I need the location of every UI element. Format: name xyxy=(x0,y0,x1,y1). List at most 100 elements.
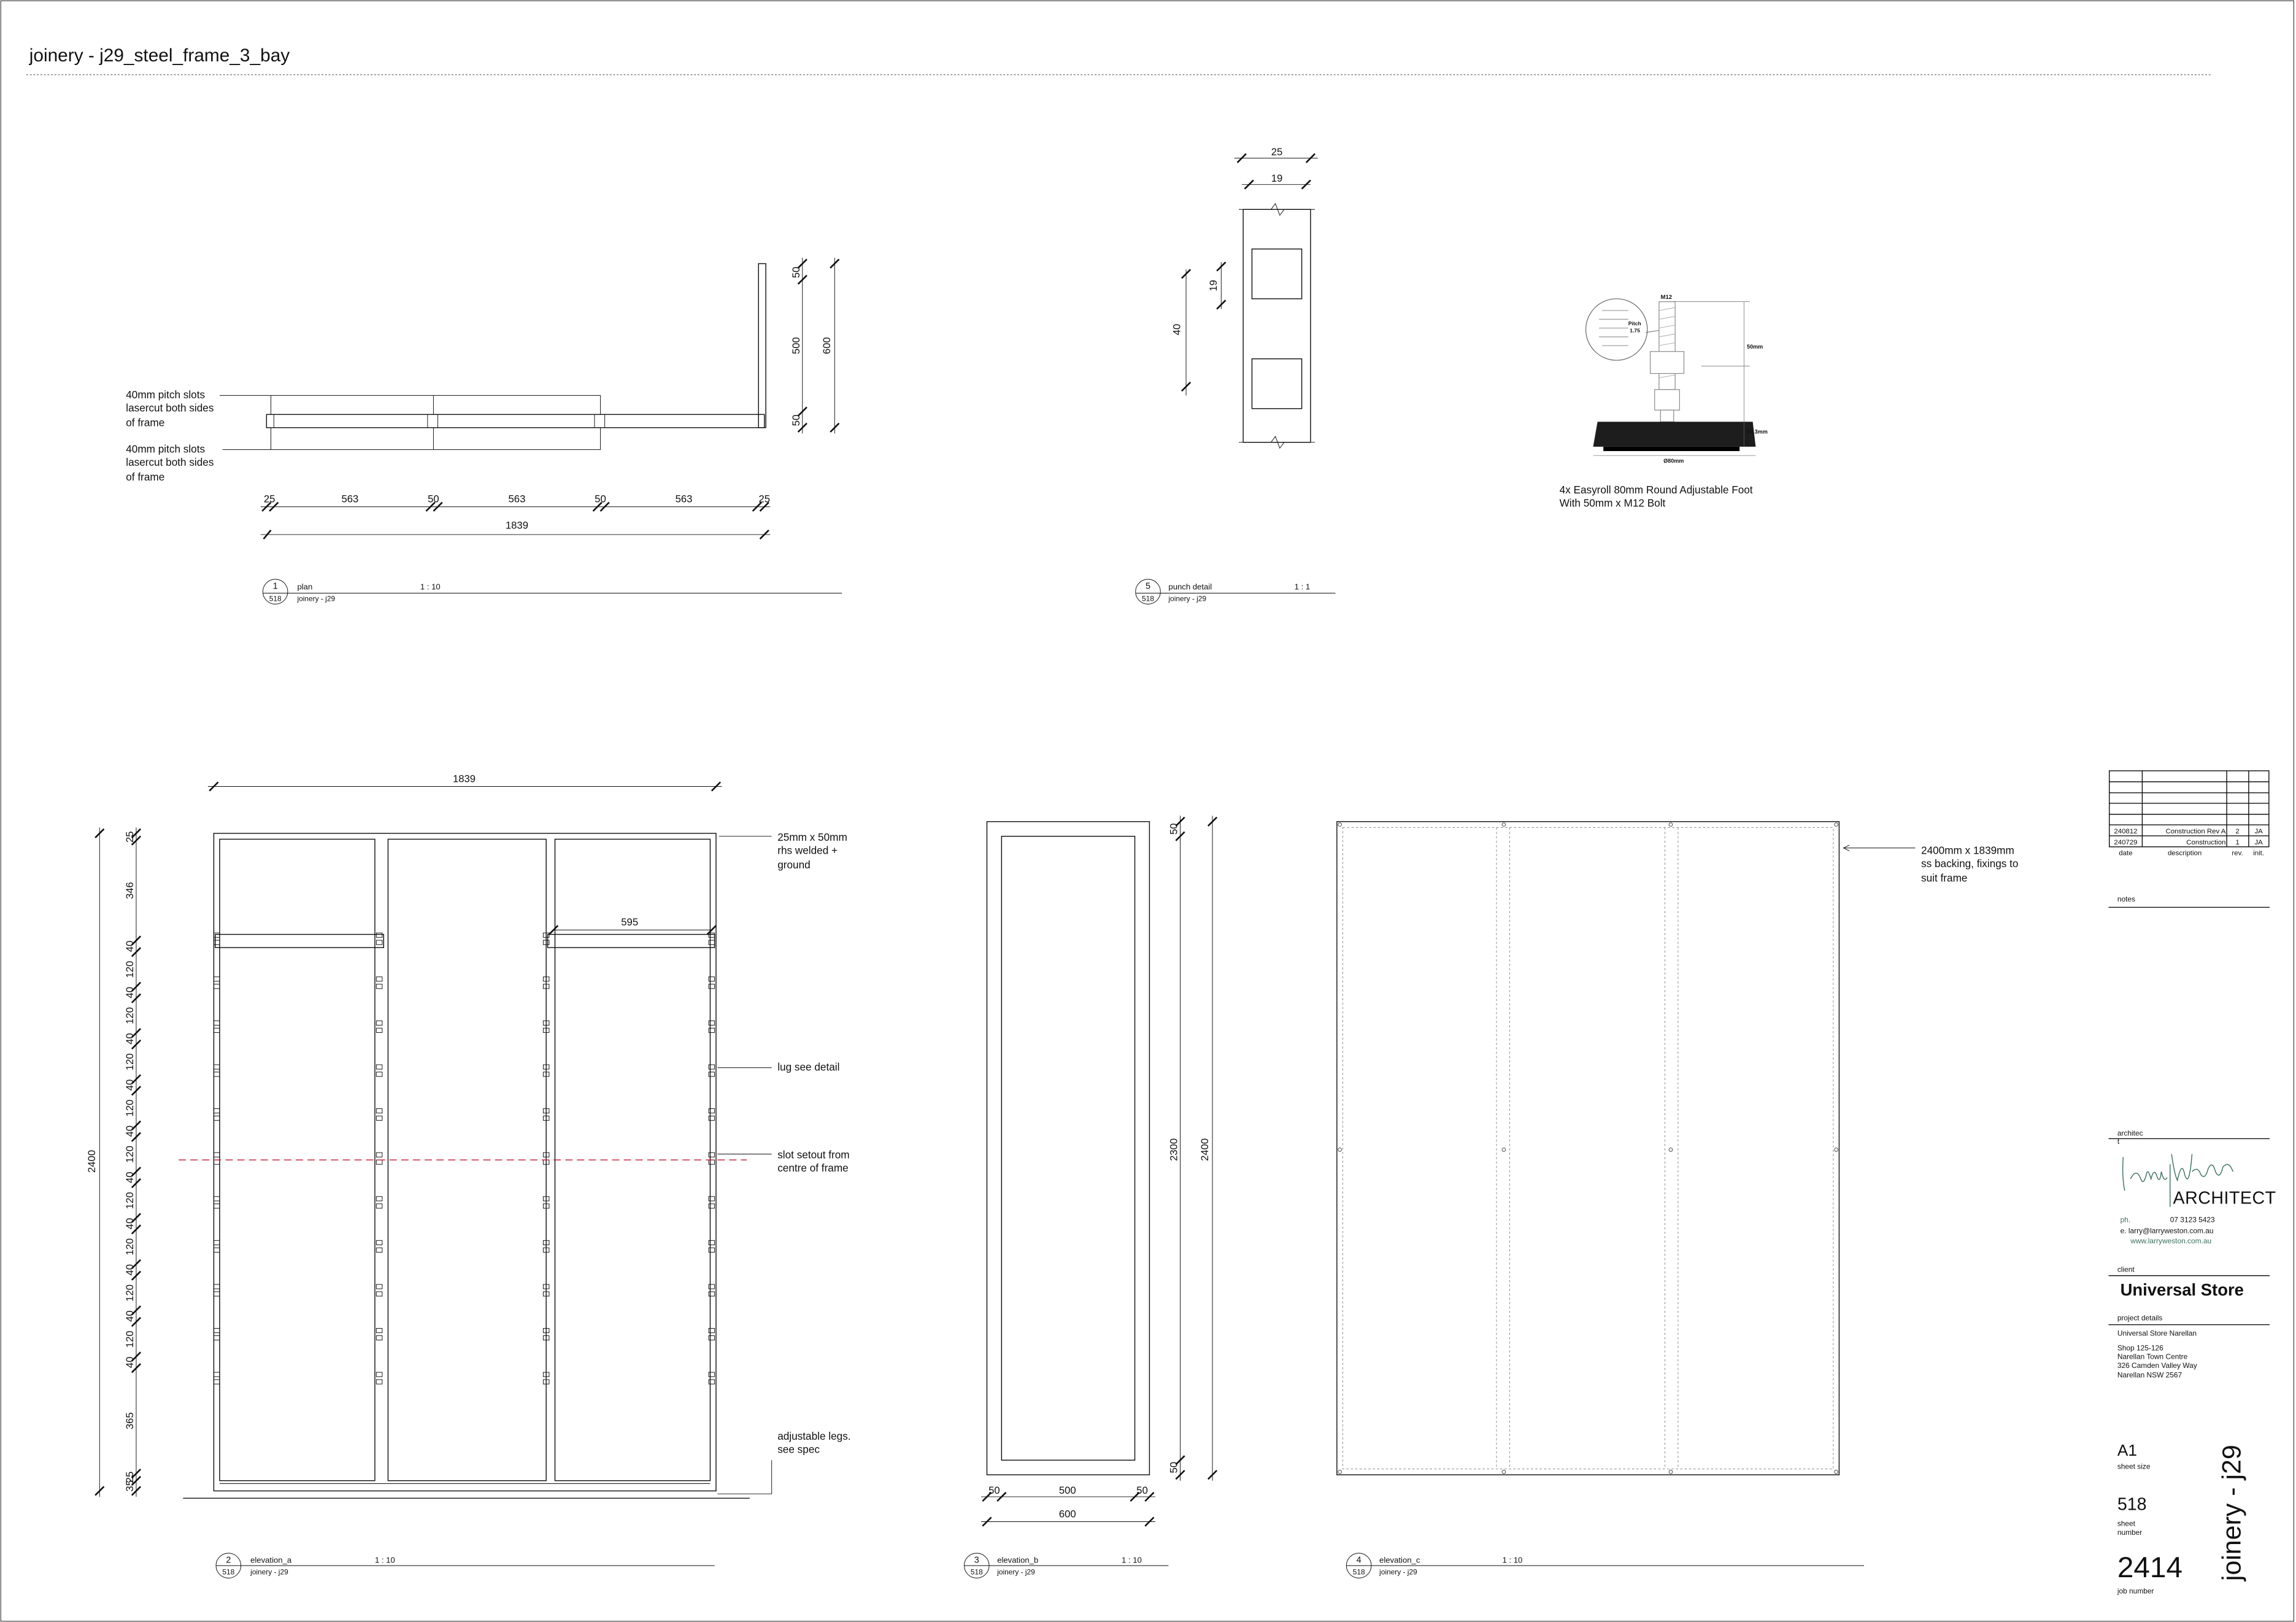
dim-tick xyxy=(131,835,142,846)
slot xyxy=(376,1328,383,1334)
chain-dim-label: 346 xyxy=(124,882,136,899)
leader-top xyxy=(219,395,601,415)
architect-website[interactable]: www.larryweston.com.au xyxy=(2130,1237,2211,1245)
slot xyxy=(376,1116,383,1121)
svg-text:1 : 10: 1 : 10 xyxy=(1503,1555,1523,1564)
slot xyxy=(542,1247,550,1253)
slot xyxy=(542,1240,550,1245)
dim-tick xyxy=(131,1316,142,1327)
svg-text:date: date xyxy=(2119,850,2132,857)
dim-tick xyxy=(131,935,142,946)
slot xyxy=(708,1196,715,1202)
shelf xyxy=(547,933,715,948)
width-dim: 1839 xyxy=(453,773,476,784)
svg-text:init.: init. xyxy=(2253,850,2264,857)
dim-tick xyxy=(261,501,272,512)
svg-text:Pitch: Pitch xyxy=(1628,320,1641,326)
svg-text:of frame: of frame xyxy=(126,416,164,428)
svg-text:50: 50 xyxy=(1168,823,1180,835)
svg-text:2400: 2400 xyxy=(1199,1138,1211,1161)
chain-dim-label: 120 xyxy=(124,1053,136,1070)
revision-row: 240729 Construction 1 JA xyxy=(2114,839,2263,846)
fixing-point xyxy=(1668,1148,1673,1152)
fixing-point xyxy=(1501,1470,1506,1474)
dim-tick xyxy=(131,1028,142,1038)
dim-tick xyxy=(131,1132,142,1142)
svg-text:40: 40 xyxy=(1171,324,1183,336)
chain-dim-label: 120 xyxy=(124,1238,136,1256)
slot xyxy=(542,1116,550,1121)
elevation-a-view: 1839 595 2400 25346401204012040120401204… xyxy=(86,773,851,1578)
leader-bottom xyxy=(222,427,601,450)
dim-tick xyxy=(425,501,436,512)
slot xyxy=(542,932,550,938)
slot xyxy=(213,1116,220,1121)
slot xyxy=(542,1372,550,1377)
svg-text:500: 500 xyxy=(1059,1485,1076,1496)
svg-text:elevation_b: elevation_b xyxy=(997,1555,1038,1564)
elevation-b-view-label: 3 518 elevation_b joinery - j29 1 : 10 xyxy=(964,1553,1169,1578)
chain-dim-label: 40 xyxy=(124,941,136,952)
svg-text:rhs welded +: rhs welded + xyxy=(777,844,838,856)
side-frame xyxy=(986,821,1150,1475)
slot xyxy=(376,1072,383,1077)
chain-dim-label: 40 xyxy=(124,1126,136,1137)
fixing-point xyxy=(1834,1470,1838,1474)
slot xyxy=(213,1027,220,1033)
foot-caption: 4x Easyroll 80mm Round Adjustable Foot xyxy=(1560,484,1753,496)
slot xyxy=(708,1203,715,1209)
slot xyxy=(213,1247,220,1253)
slot xyxy=(542,1027,550,1033)
svg-text:50: 50 xyxy=(1136,1485,1148,1496)
svg-text:ground: ground xyxy=(777,859,810,871)
svg-text:1 : 10: 1 : 10 xyxy=(1122,1555,1142,1564)
slot xyxy=(542,1335,550,1341)
slot xyxy=(213,1203,220,1209)
slot xyxy=(213,1291,220,1297)
fixing-point xyxy=(1834,1148,1838,1152)
slot xyxy=(376,1379,383,1384)
slot xyxy=(708,1372,715,1377)
svg-text:600: 600 xyxy=(821,337,833,354)
svg-text:1 : 10: 1 : 10 xyxy=(420,582,441,592)
svg-text:Construction: Construction xyxy=(2186,839,2225,846)
dim-tick xyxy=(592,501,603,512)
sheet-size: A1 xyxy=(2117,1441,2137,1459)
svg-text:50: 50 xyxy=(428,493,439,505)
slot xyxy=(213,1196,220,1202)
svg-text:t: t xyxy=(2117,1137,2120,1146)
svg-text:4: 4 xyxy=(1357,1555,1362,1565)
slot xyxy=(376,940,383,945)
chain-dim-label: 120 xyxy=(124,1007,136,1024)
svg-text:25mm x 50mm: 25mm x 50mm xyxy=(777,831,847,843)
slot xyxy=(542,1196,550,1202)
slot xyxy=(708,1379,715,1384)
slot xyxy=(213,1328,220,1334)
chain-dim-label: 120 xyxy=(124,1284,136,1302)
svg-text:518: 518 xyxy=(971,1567,983,1576)
architect-email[interactable]: e. larry@larryweston.com.au xyxy=(2121,1226,2214,1235)
svg-text:34.3mm: 34.3mm xyxy=(1747,428,1768,434)
dim-tick xyxy=(131,981,142,992)
sheet-number: 518 xyxy=(2117,1494,2147,1514)
svg-text:50: 50 xyxy=(988,1485,1000,1496)
foot-base-icon xyxy=(1593,422,1756,447)
dim-tick xyxy=(131,1469,142,1479)
dim-tick xyxy=(433,501,443,512)
slot xyxy=(542,1072,550,1077)
dim-tick xyxy=(131,947,142,957)
slot xyxy=(213,1020,220,1025)
svg-text:elevation_c: elevation_c xyxy=(1379,1555,1420,1564)
slot xyxy=(708,984,715,989)
svg-text:1: 1 xyxy=(273,581,278,591)
svg-text:ss backing, fixings to: ss backing, fixings to xyxy=(1921,857,2018,870)
svg-text:rev.: rev. xyxy=(2232,850,2243,857)
slot xyxy=(376,1372,383,1377)
slot xyxy=(213,932,220,938)
slot xyxy=(213,1372,220,1377)
svg-text:lasercut both sides: lasercut both sides xyxy=(126,456,214,468)
